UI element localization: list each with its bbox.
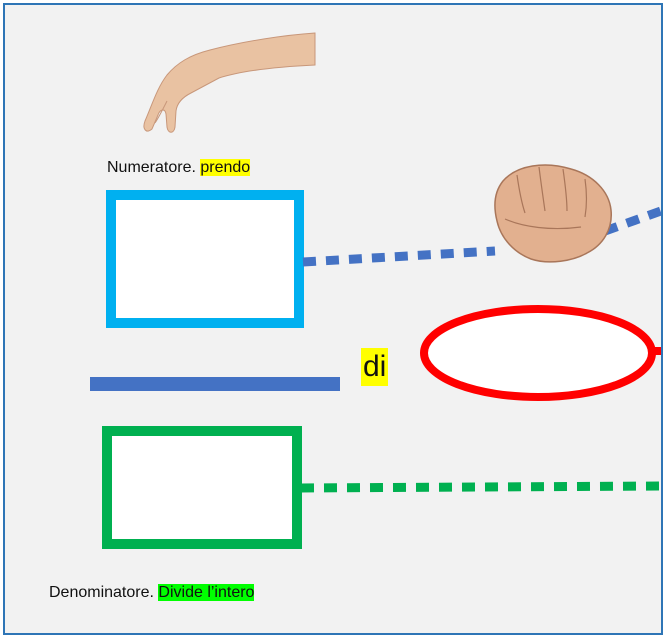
fist-icon xyxy=(494,164,612,263)
numerator-highlight: prendo xyxy=(200,159,251,176)
fraction-bar xyxy=(90,377,340,391)
denominator-caption: Denominatore. Divide l’intero xyxy=(49,583,255,603)
whole-ellipse xyxy=(420,305,656,401)
diagram-canvas xyxy=(90,32,661,549)
denominator-label: Denominatore. xyxy=(49,584,154,601)
denominator-connector xyxy=(300,481,661,493)
numerator-label: Numeratore. xyxy=(107,159,196,176)
numerator-connector xyxy=(302,246,496,267)
numerator-box xyxy=(106,190,304,328)
diagram-frame: Numeratore. prendo di Denominatore. Divi… xyxy=(3,3,663,635)
denominator-highlight: Divide l’intero xyxy=(158,584,255,601)
denominator-box xyxy=(102,426,302,549)
pinching-hand-icon xyxy=(143,32,316,133)
connector-text: di xyxy=(361,348,389,386)
numerator-caption: Numeratore. prendo xyxy=(107,158,251,178)
